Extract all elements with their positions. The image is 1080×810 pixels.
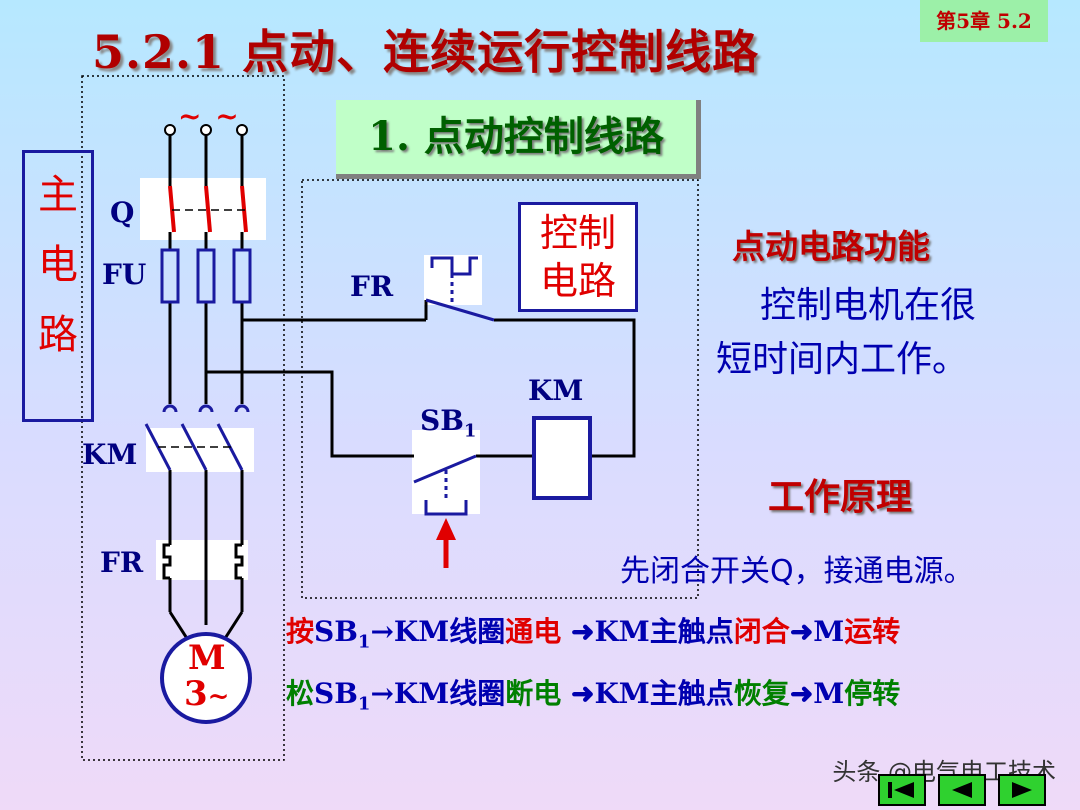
main-circuit-label: 主 电 路 <box>22 150 94 422</box>
label-q: Q <box>110 196 135 229</box>
label-km-main: KM <box>82 438 138 471</box>
function-line-1: 控制电机在很 <box>760 285 977 326</box>
label-fr-main: FR <box>100 546 144 579</box>
control-label-line-1: 控制 <box>539 211 616 255</box>
main-circuit-outline <box>81 75 285 761</box>
motor-label-m: M <box>188 638 226 678</box>
fr-thermal-elements <box>162 543 244 580</box>
prev-page-icon <box>952 782 972 798</box>
contactor-backdrop <box>146 428 254 472</box>
supply-label: ~ ~ <box>178 100 241 133</box>
function-line-2: 短时间内工作。 <box>716 339 969 380</box>
page-title: 5.2.1 点动、连续运行控制线路 <box>92 25 760 79</box>
fuses <box>160 248 252 304</box>
sb1-button <box>413 454 477 516</box>
principle-press: 按SB1→KM线圈通电 ➜KM主触点闭合➜M运转 <box>286 615 901 653</box>
next-page-icon <box>1012 782 1032 798</box>
prev-page-button[interactable] <box>938 774 986 806</box>
control-circuit-outline <box>301 179 699 599</box>
next-page-button[interactable] <box>998 774 1046 806</box>
control-circuit-label: 控制 电路 <box>518 202 638 312</box>
first-page-icon <box>888 782 914 798</box>
label-km-coil: KM <box>528 374 584 407</box>
subtitle: 1. 点动控制线路 <box>368 113 664 160</box>
principle-step-0: 先闭合开关Q，接通电源。 <box>620 554 974 589</box>
press-arrow-head <box>436 518 456 540</box>
subtitle-box: 1. 点动控制线路 <box>336 100 701 179</box>
principle-heading: 工作原理 <box>768 476 913 518</box>
label-fu: FU <box>102 258 147 291</box>
main-label-char-1: 主 <box>38 172 78 218</box>
switch-q-blades <box>168 185 248 233</box>
motor-label-phase: 3~ <box>184 674 230 714</box>
label-sb1: SB1 <box>420 404 477 442</box>
chapter-badge: 第5章 5.2 <box>920 0 1048 42</box>
first-page-button[interactable] <box>878 774 926 806</box>
principle-release: 松SB1→KM线圈断电 ➜KM主触点恢复➜M停转 <box>286 677 901 715</box>
main-label-char-3: 路 <box>38 312 78 358</box>
main-label-char-2: 电 <box>38 242 78 288</box>
km-coil <box>532 416 592 500</box>
label-fr-control: FR <box>350 270 394 303</box>
control-wires <box>206 300 636 458</box>
function-heading: 点动电路功能 <box>732 227 930 266</box>
control-label-line-2: 电路 <box>539 259 616 303</box>
fr-nc-contact <box>425 256 495 322</box>
motor-symbol <box>160 632 252 724</box>
